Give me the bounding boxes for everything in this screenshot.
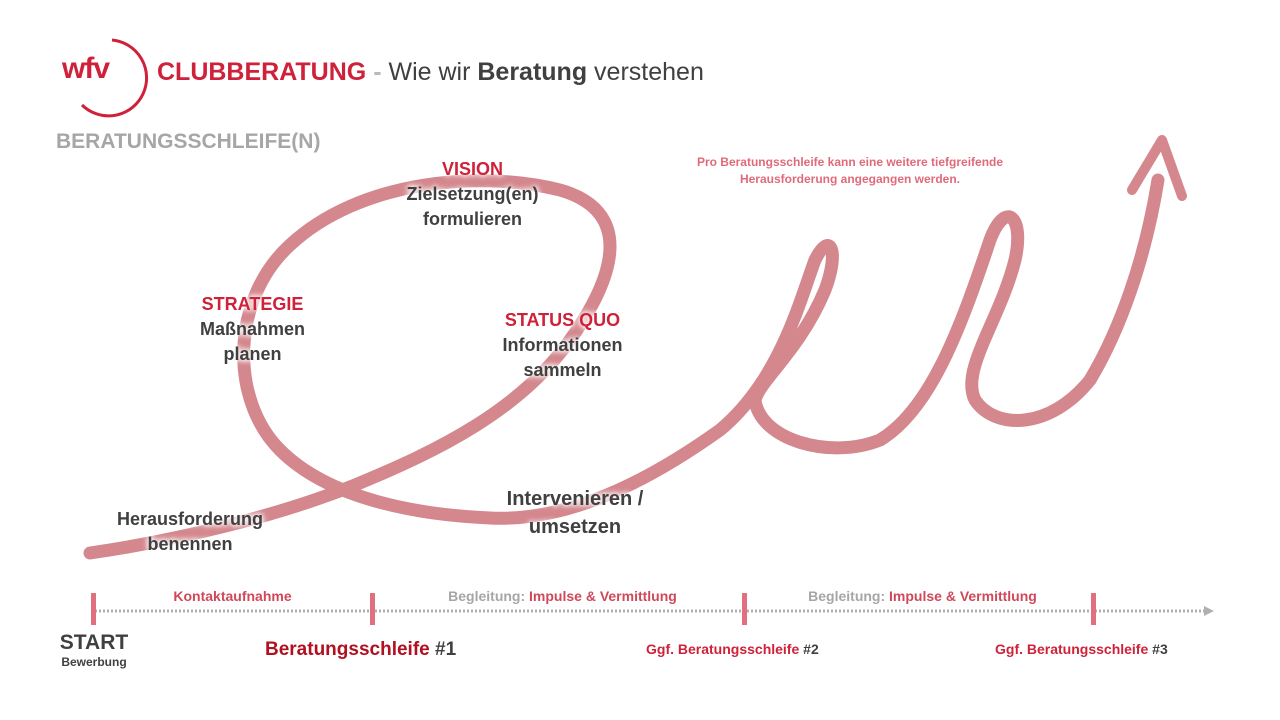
phase-prefix: Begleitung:: [808, 588, 890, 604]
timeline-tick-3: [1091, 593, 1096, 625]
phase-support-1: Begleitung: Impulse & Vermittlung: [380, 588, 745, 604]
note-line: Pro Beratungsschleife kann eine weitere …: [696, 155, 1004, 169]
step-strategy: STRATEGIE Maßnahmen planen: [160, 292, 345, 367]
timeline-tick-start: [91, 593, 96, 625]
step-title: STRATEGIE: [201, 294, 304, 314]
spiral-loop-path: [83, 173, 1165, 560]
step-text: umsetzen: [528, 516, 622, 538]
milestone-1: Beratungsschleife #1: [265, 639, 456, 661]
info-note: Pro Beratungsschleife kann eine weitere …: [640, 154, 1060, 188]
step-text: Herausforderung: [116, 509, 264, 529]
step-text: benennen: [147, 534, 233, 554]
page-title: CLUBBERATUNG - Wie wir Beratung verstehe…: [157, 58, 704, 87]
note-line: Herausforderung angegangen werden.: [739, 172, 961, 186]
phase-support-2: Begleitung: Impulse & Vermittlung: [750, 588, 1095, 604]
start-sub: Bewerbung: [61, 655, 127, 669]
step-text: planen: [223, 344, 282, 364]
title-brand: CLUBBERATUNG: [157, 58, 367, 86]
timeline-arrow-icon: [1204, 606, 1214, 616]
phase-label: Impulse & Vermittlung: [529, 588, 677, 604]
step-text: Informationen: [502, 335, 623, 355]
step-title: VISION: [441, 159, 503, 179]
step-text: sammeln: [523, 360, 602, 380]
phase-label: Kontaktaufnahme: [173, 588, 292, 604]
step-text: Intervenieren /: [506, 488, 644, 510]
milestone-label: Ggf. Beratungsschleife: [995, 641, 1149, 657]
step-title: STATUS QUO: [504, 310, 621, 330]
timeline-tick-2: [742, 593, 747, 625]
step-text: Zielsetzung(en): [406, 184, 539, 204]
milestone-3: Ggf. Beratungsschleife #3: [995, 641, 1168, 657]
logo-text: wfv: [62, 52, 110, 85]
step-text: formulieren: [422, 209, 523, 229]
phase-prefix: Begleitung:: [448, 588, 530, 604]
timeline-start: START Bewerbung: [50, 631, 138, 669]
milestone-num: #2: [799, 641, 819, 657]
step-vision: VISION Zielsetzung(en) formulieren: [380, 157, 565, 232]
title-separator: -: [373, 58, 382, 86]
milestone-label: Beratungsschleife: [265, 639, 430, 660]
step-status-quo: STATUS QUO Informationen sammeln: [470, 308, 655, 383]
start-title: START: [59, 631, 129, 654]
title-text: Wie wir: [388, 58, 478, 86]
milestone-num: #1: [429, 639, 457, 660]
section-subtitle: BERATUNGSSCHLEIFE(N): [56, 130, 321, 153]
title-text-end: verstehen: [587, 58, 704, 86]
milestone-label: Ggf. Beratungsschleife: [646, 641, 800, 657]
step-intervene: Intervenieren / umsetzen: [470, 485, 680, 541]
title-bold: Beratung: [477, 58, 588, 86]
milestone-2: Ggf. Beratungsschleife #2: [646, 641, 819, 657]
milestone-num: #3: [1148, 641, 1168, 657]
phase-label: Impulse & Vermittlung: [889, 588, 1037, 604]
timeline-tick-1: [370, 593, 375, 625]
logo-icon: [80, 38, 149, 118]
arrow-head-icon: [1127, 135, 1187, 201]
step-challenge: Herausforderung benennen: [90, 507, 290, 557]
phase-contact: Kontaktaufnahme: [100, 588, 365, 604]
step-text: Maßnahmen: [199, 319, 305, 339]
